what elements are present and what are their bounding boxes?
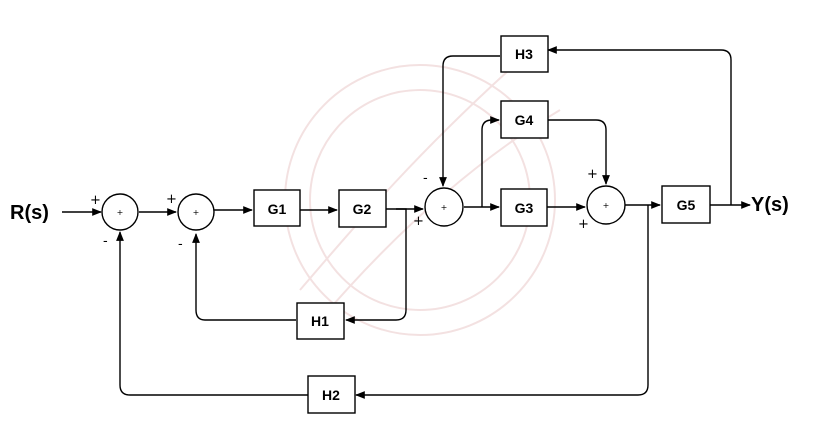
- sign-s4-left: +: [578, 217, 589, 232]
- summing-junction-2: +: [177, 193, 215, 231]
- block-g1-label: G1: [268, 201, 287, 217]
- sign-s2-left: +: [166, 192, 177, 207]
- wire-h2-to-s1: [116, 231, 308, 396]
- summing-junction-1: +: [101, 193, 139, 231]
- sign-s2-bottom: -: [178, 237, 183, 252]
- sign-s4-top: +: [587, 167, 598, 182]
- block-h2-label: H2: [322, 387, 340, 403]
- block-g3-label: G3: [515, 200, 534, 216]
- wire-h3-to-s3: [439, 55, 500, 187]
- wire-h3-pickoff: [547, 46, 732, 205]
- block-g1: G1: [253, 189, 301, 227]
- block-g3: G3: [500, 188, 548, 227]
- block-g5-label: G5: [677, 197, 696, 213]
- wire-h2-pickoff: [355, 205, 649, 399]
- input-label: R(s): [10, 202, 49, 224]
- sign-s1-bottom: -: [103, 234, 108, 249]
- sign-s1-left: +: [90, 193, 101, 208]
- block-h2: H2: [307, 375, 356, 414]
- summing-junction-4: +: [586, 185, 626, 225]
- wire-s3-g4: [481, 116, 500, 207]
- summing-junction-3: +: [424, 187, 464, 227]
- block-g2-label: G2: [353, 201, 372, 217]
- sign-s3-top: -: [423, 171, 428, 186]
- block-g2: G2: [338, 189, 387, 228]
- block-g4: G4: [500, 100, 549, 139]
- sign-s3-left: +: [413, 214, 424, 229]
- sum-1-center: +: [117, 208, 124, 217]
- sum-2-center: +: [193, 208, 200, 217]
- block-h1: H1: [296, 302, 345, 340]
- output-label: Y(s): [751, 194, 789, 216]
- wire-g4-s4: [548, 119, 610, 185]
- wire-h1-to-s2: [192, 233, 296, 321]
- block-g4-label: G4: [515, 112, 534, 128]
- wire-h1-pickoff: [345, 208, 407, 324]
- block-h1-label: H1: [311, 313, 329, 329]
- block-g5: G5: [661, 185, 711, 224]
- sum-3-center: +: [441, 203, 448, 212]
- block-h3: H3: [500, 35, 549, 73]
- block-h3-label: H3: [515, 46, 533, 62]
- sum-4-center: +: [603, 201, 610, 210]
